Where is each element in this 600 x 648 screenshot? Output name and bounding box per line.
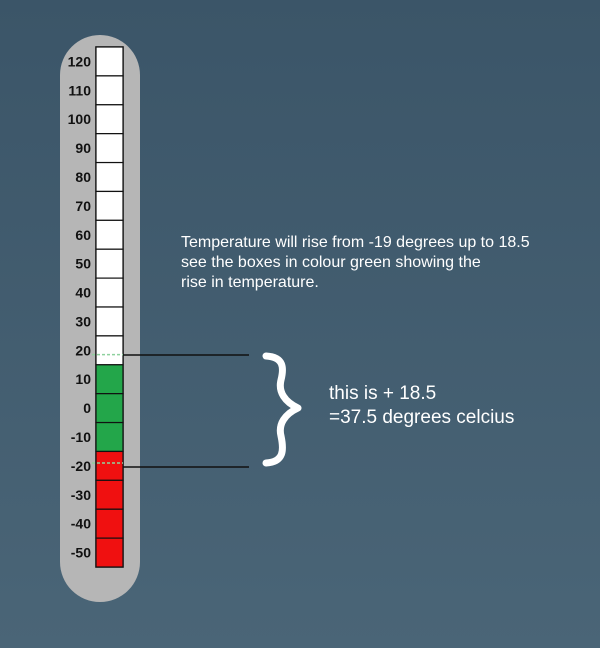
scale-tick-label: 120 xyxy=(68,53,92,69)
explanation-line: rise in temperature. xyxy=(181,274,319,291)
scale-tick-label: 20 xyxy=(75,342,91,358)
scale-tick-label: -20 xyxy=(71,458,91,474)
scale-tick-label: 70 xyxy=(75,198,91,214)
scale-tick-label: -50 xyxy=(71,545,91,561)
empty-box xyxy=(95,75,124,106)
scale-tick-label: 100 xyxy=(68,111,92,127)
explanation-line: see the boxes in colour green showing th… xyxy=(181,254,481,271)
thermometer-scale xyxy=(92,46,124,568)
explanation-line: Temperature will rise from -19 degrees u… xyxy=(181,234,530,251)
scale-tick-label: -30 xyxy=(71,487,91,503)
scale-tick-label: 80 xyxy=(75,169,91,185)
empty-box xyxy=(95,104,124,135)
cold-box xyxy=(95,479,124,510)
scale-tick-label: 50 xyxy=(75,256,91,272)
curly-brace xyxy=(262,352,302,467)
scale-tick-label: 40 xyxy=(75,285,91,301)
scale-tick-label: 110 xyxy=(68,82,91,98)
empty-box xyxy=(95,277,124,308)
scale-tick-label: -10 xyxy=(71,429,91,445)
scale-tick-label: 30 xyxy=(75,313,91,329)
cold-box xyxy=(95,508,124,539)
empty-box xyxy=(95,248,124,279)
scale-tick-label: 0 xyxy=(83,400,91,416)
result-line: =37.5 degrees celcius xyxy=(329,407,515,428)
empty-box xyxy=(95,133,124,164)
cold-box xyxy=(95,450,124,481)
scale-labels: 1201101009080706050403020100-10-20-30-40… xyxy=(68,53,92,560)
rise-box xyxy=(95,421,124,453)
scale-tick-label: 60 xyxy=(75,227,91,243)
empty-box xyxy=(95,335,124,366)
empty-box xyxy=(95,306,124,337)
rise-box xyxy=(95,393,124,424)
rise-box xyxy=(95,364,124,395)
empty-box xyxy=(95,219,124,250)
temperature-explanation: Temperature will rise from -19 degrees u… xyxy=(181,233,591,293)
result-text: this is + 18.5 =37.5 degrees celcius xyxy=(329,382,514,430)
scale-tick-label: 90 xyxy=(75,140,91,156)
scale-tick-label: -40 xyxy=(71,516,91,532)
result-line: this is + 18.5 xyxy=(329,383,437,404)
cold-box xyxy=(95,537,124,568)
empty-box xyxy=(95,161,124,193)
empty-box xyxy=(95,190,124,221)
empty-box xyxy=(95,46,124,77)
scale-tick-label: 10 xyxy=(75,371,91,387)
